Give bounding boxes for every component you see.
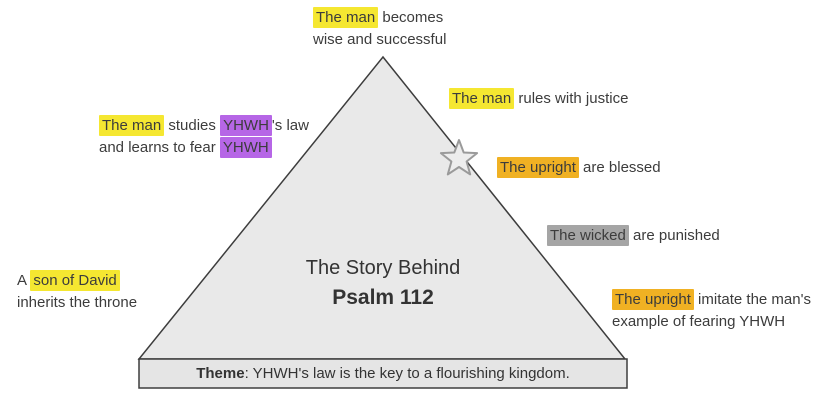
plain-text: inherits the throne <box>17 294 138 311</box>
annotation-wicked-punished: The wicked are punished <box>547 225 720 247</box>
highlighted-text: The upright <box>497 157 579 178</box>
title-line-2: Psalm 112 <box>332 286 434 309</box>
annotation-upright-imitate: The upright imitate the man's example of… <box>612 289 811 333</box>
plain-text: studies <box>164 117 221 134</box>
annotation-man-rules-justice: The man rules with justice <box>449 88 628 110</box>
highlighted-text: The upright <box>612 289 694 310</box>
highlighted-text: The man <box>449 88 515 109</box>
plain-text: imitate the man's example of fearing YHW… <box>612 291 811 330</box>
theme-text: Theme: YHWH's law is the key to a flouri… <box>139 359 627 388</box>
title-line-1: The Story Behind <box>305 257 461 279</box>
highlighted-text: The wicked <box>547 225 629 246</box>
plain-text: becomes wise and successful <box>313 9 447 48</box>
theme-rest: : YHWH's law is the key to a flourishing… <box>244 365 570 382</box>
pyramid-title: The Story Behind Psalm 112 <box>263 253 503 313</box>
annotation-man-studies-law: The man studies YHWH's law and learns to… <box>99 115 309 159</box>
highlighted-text: The man <box>313 7 379 28</box>
plain-text: rules with justice <box>514 90 629 107</box>
highlighted-text: The man <box>99 115 165 136</box>
highlighted-text: YHWH <box>220 115 272 136</box>
theme-base-bar <box>138 358 628 389</box>
plain-text: are blessed <box>578 159 661 176</box>
theme-label: Theme <box>196 365 245 382</box>
plain-text: are punished <box>628 227 720 244</box>
highlighted-text: YHWH <box>219 137 272 158</box>
star-icon <box>439 139 479 176</box>
annotation-son-of-david: A son of David inherits the throne <box>17 270 137 314</box>
annotation-man-becomes-wise: The man becomes wise and successful <box>313 7 446 51</box>
annotation-upright-blessed: The upright are blessed <box>497 157 661 179</box>
highlighted-text: son of David <box>30 270 120 291</box>
plain-text: A <box>17 272 31 289</box>
plain-text: 's law and learns to fear <box>99 117 309 156</box>
